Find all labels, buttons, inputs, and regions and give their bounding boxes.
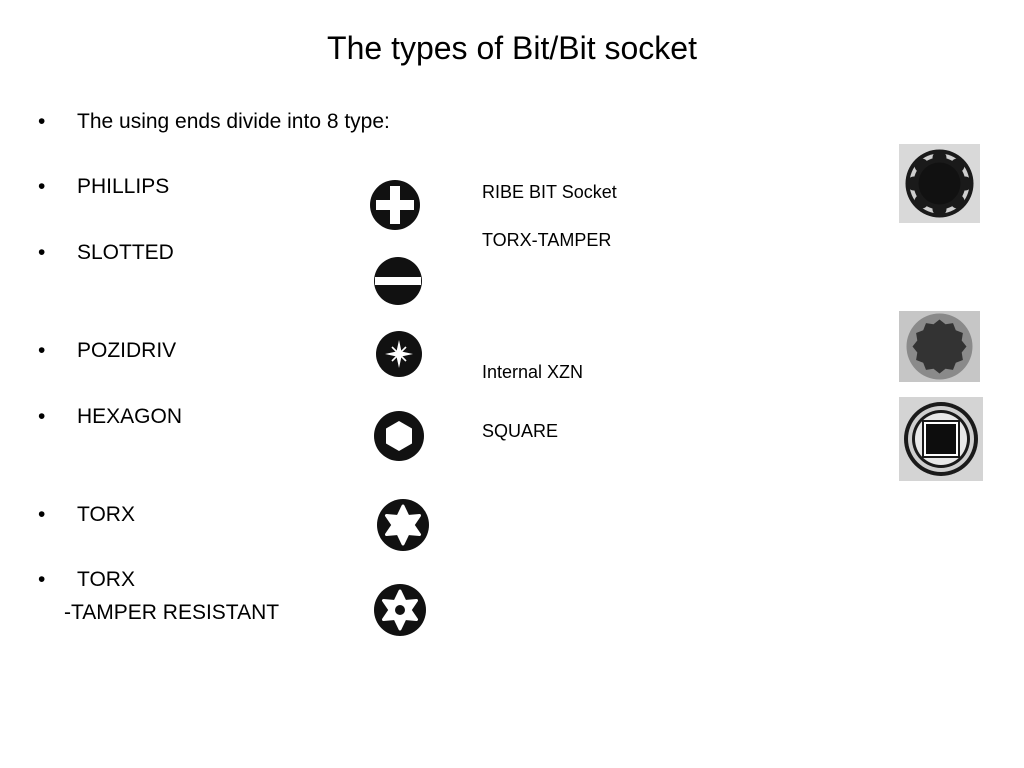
bullet-marker: •	[38, 175, 46, 198]
torx-tamper-icon	[373, 583, 427, 637]
bullet-hexagon-label: HEXAGON	[77, 405, 183, 428]
xzn-socket-icon	[899, 311, 980, 382]
hexagon-icon	[373, 410, 425, 462]
bullet-pozidriv-label: POZIDRIV	[77, 339, 177, 362]
ribe-socket-icon	[899, 144, 980, 223]
bullet-intro-label: The using ends divide into 8 type:	[77, 110, 390, 133]
bullet-marker: •	[38, 503, 46, 526]
square-socket-icon	[899, 397, 983, 481]
bullet-marker: •	[38, 110, 46, 133]
pozidriv-icon	[375, 330, 423, 378]
bullet-pozidriv: • POZIDRIV	[38, 338, 176, 364]
phillips-icon	[368, 178, 422, 232]
bullet-slotted-label: SLOTTED	[77, 241, 174, 264]
bullet-torx-tamper-sublabel: -TAMPER RESISTANT	[64, 601, 280, 624]
bullet-phillips-label: PHILLIPS	[77, 175, 170, 198]
bullet-hexagon: • HEXAGON	[38, 404, 182, 430]
internal-xzn-label: Internal XZN	[482, 362, 584, 382]
bullet-torx-tamper-label: TORX	[77, 568, 135, 591]
bullet-marker: •	[38, 241, 46, 264]
ribe-bit-socket-label: RIBE BIT Socket	[482, 182, 617, 202]
bullet-marker: •	[38, 339, 46, 362]
square-label: SQUARE	[482, 421, 559, 441]
bullet-phillips: • PHILLIPS	[38, 174, 169, 200]
bullet-marker: •	[38, 568, 46, 591]
bullet-torx-tamper: • TORX	[38, 567, 135, 593]
bullet-intro: • The using ends divide into 8 type:	[38, 109, 390, 135]
bullet-slotted: • SLOTTED	[38, 240, 174, 266]
torx-icon	[376, 498, 430, 552]
bullet-marker: •	[38, 405, 46, 428]
bullet-torx: • TORX	[38, 502, 135, 528]
slide-title: The types of Bit/Bit socket	[327, 30, 697, 66]
torx-tamper-label: TORX-TAMPER	[482, 230, 612, 250]
bullet-torx-label: TORX	[77, 503, 135, 526]
slotted-icon	[373, 256, 423, 306]
